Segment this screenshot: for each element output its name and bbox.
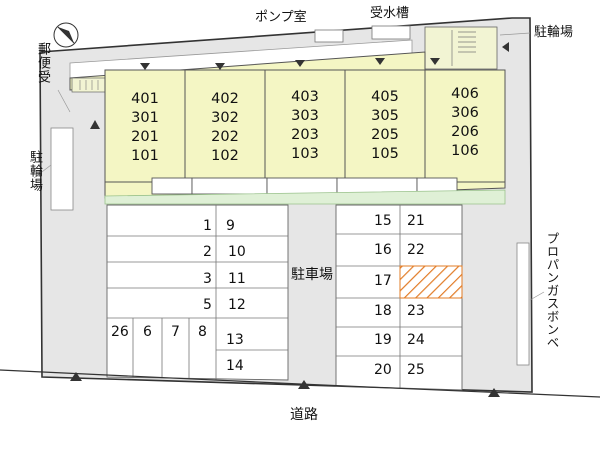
unit-block-1 xyxy=(104,69,186,183)
parking-space-number: 14 xyxy=(226,358,244,374)
parking-space-number: 1 xyxy=(203,218,212,234)
entrance-arrow-icon xyxy=(70,372,82,381)
parking-space-number: 24 xyxy=(407,332,425,348)
west-bike-parking xyxy=(50,127,74,211)
balcony-strip xyxy=(151,177,458,195)
unit-blocks xyxy=(104,69,506,183)
parking-space-number: 11 xyxy=(228,271,246,287)
entrance-arrow-icon xyxy=(298,380,310,389)
road-label: 道路 xyxy=(290,407,318,423)
pump-room-label: ポンプ室 xyxy=(255,10,307,25)
water-tank-label: 受水槽 xyxy=(370,6,410,21)
parking-space-number: 20 xyxy=(374,362,392,378)
parking-space-number: 3 xyxy=(203,271,212,287)
parking-space-number: 8 xyxy=(198,324,207,340)
entrance-arrow-icon xyxy=(502,42,509,52)
parking-space-number: 22 xyxy=(407,242,425,258)
parking-space-number: 10 xyxy=(228,244,246,260)
parking-space-number: 2 xyxy=(203,244,212,260)
parking-space-number: 18 xyxy=(374,303,392,319)
entrance-arrow-icon xyxy=(430,58,440,65)
parking-space-number: 16 xyxy=(374,242,392,258)
parking-label: 駐車場 xyxy=(291,267,333,283)
parking-space-number: 12 xyxy=(228,297,246,313)
entrance-arrows-top xyxy=(140,58,440,70)
parking-space-number: 6 xyxy=(143,324,152,340)
parking-space-number: 19 xyxy=(374,332,392,348)
unit-block-5 xyxy=(424,69,506,183)
entrance-arrow-icon xyxy=(140,63,150,70)
entrance-arrow-icon xyxy=(375,58,385,65)
entrance-arrow-icon xyxy=(90,120,100,129)
parking-space-number: 15 xyxy=(374,213,392,229)
propane-area xyxy=(516,242,530,366)
water-tank-box xyxy=(371,25,411,40)
parking-block-left xyxy=(106,204,289,381)
parking-space-number: 9 xyxy=(226,218,235,234)
parking-space-number: 17 xyxy=(374,273,392,289)
parking-space-number: 21 xyxy=(407,213,425,229)
west-stair xyxy=(71,77,106,93)
parking-space-number: 7 xyxy=(171,324,180,340)
mailbox-label: 郵便受 xyxy=(35,42,50,84)
planting-strip xyxy=(104,189,506,205)
entrance-arrow-icon xyxy=(215,63,225,70)
bike-parking-ne-label: 駐輪場 xyxy=(534,25,574,40)
entrance-arrow-icon xyxy=(295,60,305,67)
bike-parking-w-label: 駐輪場 xyxy=(27,150,42,192)
entrance-arrow-icon xyxy=(488,388,500,397)
pump-room-box xyxy=(314,29,344,43)
propane-label: プロパンガスボンベ xyxy=(544,232,560,349)
parking-space-number: 5 xyxy=(203,297,212,313)
unit-block-3 xyxy=(264,69,346,183)
highlighted-space xyxy=(399,265,463,299)
parking-space-number: 26 xyxy=(111,324,129,340)
parking-space-number: 23 xyxy=(407,303,425,319)
parking-space-number: 25 xyxy=(407,362,425,378)
road-boundary xyxy=(0,369,600,398)
north-arrow-icon xyxy=(53,22,79,48)
parking-space-number: 13 xyxy=(226,332,244,348)
parking-lines-left xyxy=(107,205,288,380)
parking-block-right xyxy=(335,204,463,391)
road-access-arrows xyxy=(70,372,500,397)
